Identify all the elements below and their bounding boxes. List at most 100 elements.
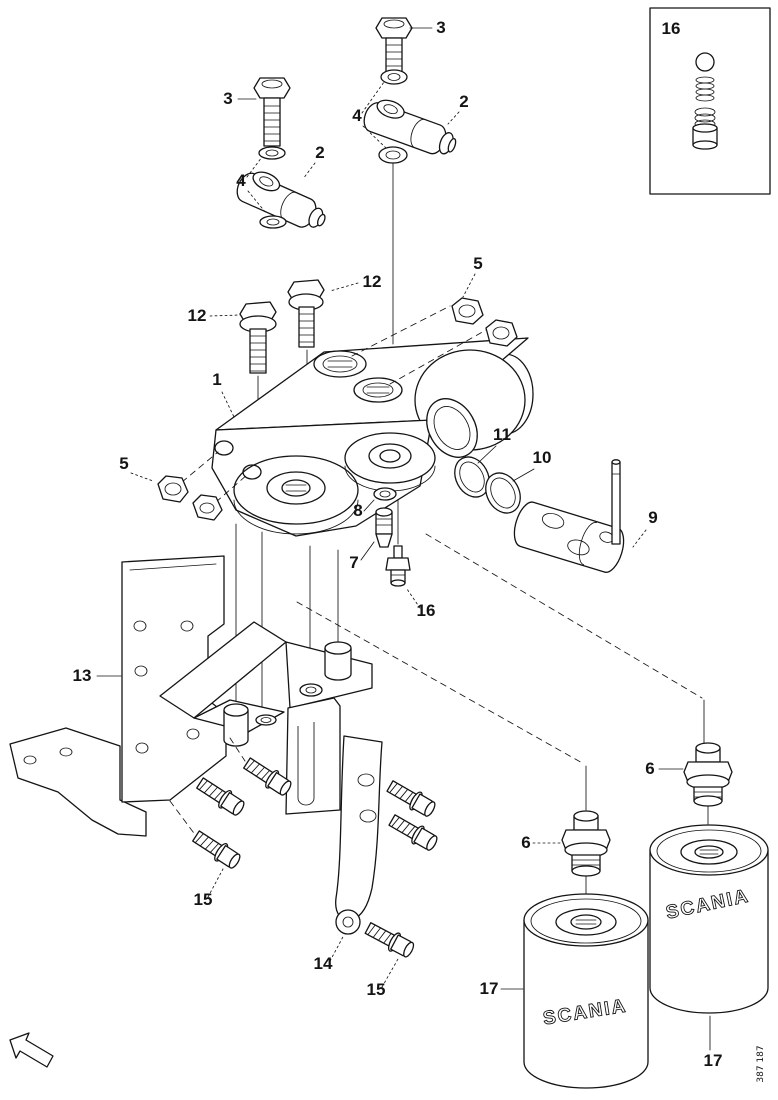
platform-hole	[299, 683, 323, 697]
bolt-hole	[134, 665, 148, 677]
valve-spring	[695, 76, 715, 102]
step-hole	[255, 714, 277, 726]
bolt-hole	[180, 620, 194, 632]
inset-box-overflow-valve	[649, 7, 771, 195]
spacer-tube	[223, 703, 249, 747]
flange-screw-left	[239, 301, 277, 374]
part-label-4: 4	[236, 171, 246, 190]
part-label-10: 10	[533, 448, 552, 467]
valve-body	[513, 501, 625, 573]
u-notch	[297, 722, 315, 806]
nipple-right	[683, 742, 733, 807]
alignment-dashed-line-left	[296, 601, 585, 765]
seal-washer-small	[373, 487, 397, 501]
part-labels: 3 2 4 3 2 4 12 12 1 5 5 11 10 9 8 7 16 1…	[73, 18, 723, 1070]
fuel-filter-right: SCANIA	[649, 824, 769, 1014]
oring-outer	[454, 456, 490, 498]
part-label-16-inset: 16	[662, 19, 681, 38]
part-label-15: 15	[367, 980, 386, 999]
filter-head-housing	[211, 337, 534, 537]
valve-hole	[567, 539, 590, 556]
part-label-2: 2	[459, 92, 468, 111]
banjo-assembly-right	[363, 17, 457, 164]
screw-shank	[249, 328, 267, 374]
fitting-body	[236, 172, 317, 228]
mounting-bracket	[9, 555, 373, 837]
valve-ball	[695, 52, 715, 72]
part-label-4: 4	[352, 106, 362, 125]
part-label-14: 14	[314, 954, 333, 973]
side-port	[214, 440, 234, 456]
part-label-17: 17	[704, 1051, 723, 1070]
valve-body	[692, 107, 718, 150]
part-label-2: 2	[315, 143, 324, 162]
strap-eye	[335, 909, 361, 935]
flange-screw-right	[287, 279, 325, 348]
plug-7	[375, 507, 393, 548]
banjo-fitting-right	[363, 99, 457, 155]
flange-bolt	[388, 814, 438, 851]
leader-lines	[96, 27, 711, 1051]
filter-canister	[649, 850, 769, 1014]
bracket-bolts	[169, 737, 438, 958]
part-label-1: 1	[212, 370, 221, 389]
overflow-valve-small	[385, 545, 411, 587]
sealing-washer	[378, 146, 408, 164]
screw-shank	[298, 306, 315, 348]
part-label-16: 16	[417, 601, 436, 620]
part-label-8: 8	[353, 501, 362, 520]
sealing-washer	[258, 146, 286, 160]
strap-hole	[359, 809, 377, 823]
part-label-12: 12	[188, 306, 207, 325]
shutoff-valve	[513, 459, 625, 573]
part-label-11: 11	[493, 425, 511, 444]
flange-bolt	[243, 757, 292, 796]
part-label-3: 3	[436, 18, 445, 37]
hex-plug	[451, 297, 484, 325]
alignment-dashed-line-right	[425, 533, 703, 699]
banjo-eye	[252, 171, 281, 192]
oring-inner	[485, 472, 521, 514]
flange-bolt-front	[192, 830, 241, 869]
filter-flange-left	[233, 455, 359, 535]
threaded-spud	[281, 479, 311, 497]
threaded-spud	[379, 449, 401, 463]
bolt-hole	[186, 728, 200, 740]
part-label-9: 9	[648, 508, 657, 527]
part-label-12: 12	[363, 272, 382, 291]
valve-hole	[541, 512, 565, 529]
hex-nut	[157, 475, 189, 503]
banjo-assembly-left	[236, 77, 326, 229]
fitting-body	[363, 102, 447, 155]
banjo-bolt-right	[375, 17, 413, 75]
direction-arrow-icon	[9, 1032, 54, 1068]
bracket-foot	[9, 727, 147, 837]
hex-plug	[485, 319, 518, 347]
banjo-eye	[376, 99, 405, 119]
hex-nut	[192, 494, 223, 521]
bolt-shank	[263, 97, 281, 147]
bracket-right-wall	[285, 697, 341, 815]
flange-bolt-bottom	[364, 922, 415, 958]
filter-thread-hole	[570, 914, 602, 930]
part-label-6: 6	[521, 833, 530, 852]
side-port	[242, 464, 262, 480]
part-label-13: 13	[73, 666, 92, 685]
bolt-hole	[135, 742, 149, 754]
flange-bolt	[386, 780, 436, 817]
part-label-3: 3	[223, 89, 232, 108]
clamp-strap	[335, 735, 383, 935]
bolt-shank	[385, 37, 403, 75]
hex-plug-upper-group	[351, 297, 518, 385]
spacer-tube	[324, 641, 352, 681]
bolt-hole	[23, 755, 37, 765]
filter-thread-hole	[694, 845, 724, 859]
part-label-5: 5	[473, 254, 482, 273]
outlet-port-opening	[426, 398, 478, 458]
banjo-bolt-left	[253, 77, 291, 147]
filter-canister	[523, 920, 649, 1089]
flange-bolt	[196, 777, 245, 816]
part-label-6: 6	[645, 759, 654, 778]
